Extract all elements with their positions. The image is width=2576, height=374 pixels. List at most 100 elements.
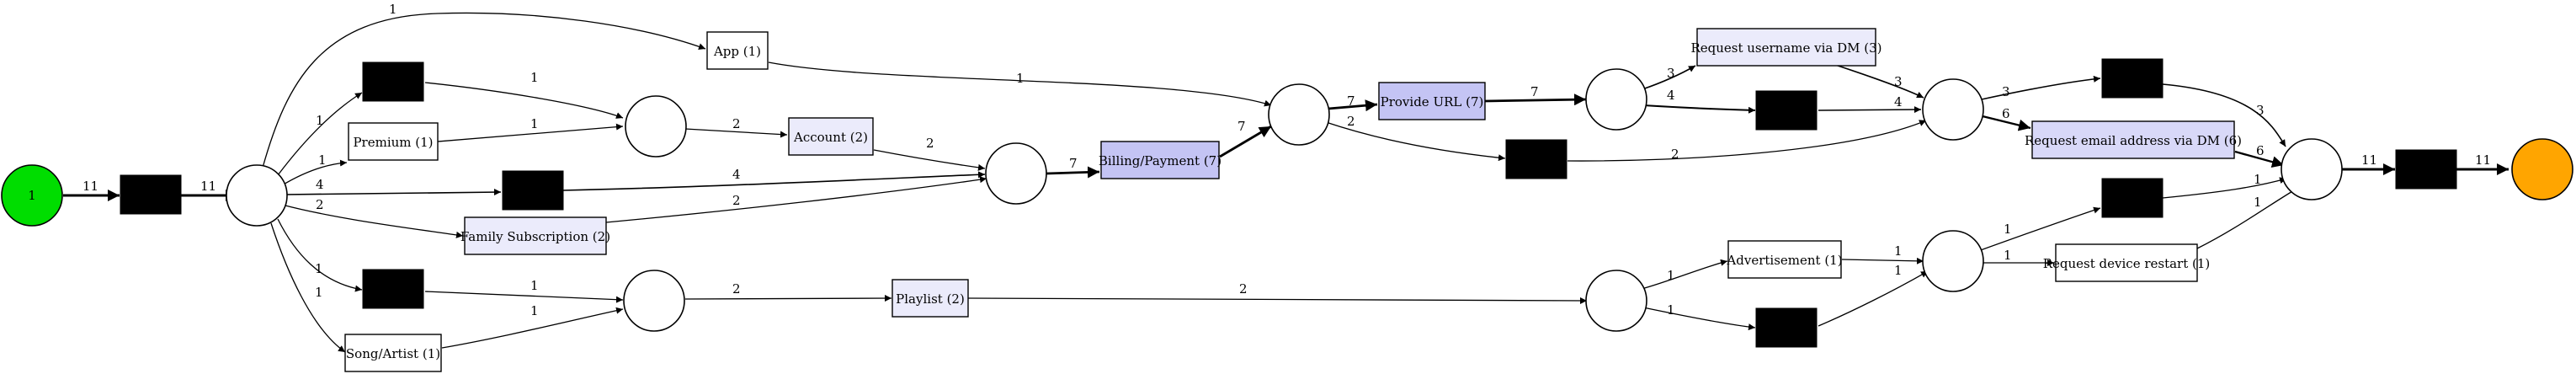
place-p9 bbox=[1585, 270, 1647, 332]
arc-p8-playlist bbox=[684, 295, 892, 302]
arc-p3-billing bbox=[1046, 166, 1100, 179]
silent-transitions bbox=[120, 58, 2457, 348]
transition-provideurl-label: Provide URL (7) bbox=[1381, 94, 1484, 110]
arc-label-a_p1_premium: 1 bbox=[318, 152, 327, 168]
silent-transition-2 bbox=[502, 170, 564, 211]
arc-p10-silent9 bbox=[1977, 206, 2101, 252]
arc-url-p5 bbox=[1484, 94, 1587, 106]
silent-transition-5 bbox=[1755, 90, 1818, 131]
place-p7 bbox=[2281, 138, 2343, 200]
transition-billing-label: Billing/Payment (7) bbox=[1099, 153, 1221, 168]
place-p5 bbox=[1585, 68, 1647, 131]
transitions: App (1) Premium (1) Account (2) Family S… bbox=[344, 28, 2242, 372]
arc-label-a_advert_p10: 1 bbox=[1894, 243, 1903, 259]
arc-label-a_family_p3: 2 bbox=[732, 193, 741, 208]
arc-label-a_start_t0: 11 bbox=[82, 179, 98, 194]
arc-label-a_s2_p3: 4 bbox=[732, 167, 741, 182]
arc-silent2-p3 bbox=[562, 171, 986, 191]
silent-transition-8 bbox=[1755, 307, 1818, 348]
arc-label-a_p6_s6: 3 bbox=[2002, 84, 2010, 99]
arc-playlist-p9 bbox=[967, 297, 1588, 304]
start-place bbox=[1, 164, 63, 227]
transition-reqemail-box bbox=[2031, 120, 2235, 159]
arc-label-a_restart_p7: 1 bbox=[2254, 195, 2262, 210]
transition-requsername-label: Request username via DM (3) bbox=[1690, 40, 1881, 56]
arc-label-a_s1_p2: 1 bbox=[530, 70, 539, 85]
transition-reqemail-label: Request email address via DM (6) bbox=[2025, 133, 2242, 148]
arc-label-a_requser_p6: 3 bbox=[1894, 74, 1903, 89]
arc-label-a_billing_p4: 7 bbox=[1237, 119, 1246, 134]
transition-songartist-label: Song/Artist (1) bbox=[346, 346, 440, 361]
arc-label-a_s3_p8: 1 bbox=[530, 278, 539, 293]
start-place-token: 1 bbox=[28, 188, 36, 203]
arc-silent3-p8 bbox=[424, 291, 624, 303]
arc-p6-silent6 bbox=[1981, 75, 2101, 100]
place-p3 bbox=[985, 142, 1047, 205]
arc-label-a_reqemail_p7: 6 bbox=[2256, 143, 2265, 158]
transition-advert-box bbox=[1727, 240, 1842, 279]
arc-p1-app bbox=[262, 12, 706, 168]
arc-label-a_p8_playlist: 2 bbox=[732, 281, 741, 297]
arc-p1-family bbox=[281, 204, 464, 238]
arc-family-p3 bbox=[605, 176, 987, 223]
arc-app-p4 bbox=[768, 61, 1272, 107]
arc-p5-requsername bbox=[1642, 65, 1696, 90]
places: 1 bbox=[1, 68, 2573, 332]
arc-silent8-p10 bbox=[1818, 270, 1929, 327]
arc-label-a_premium_p2: 1 bbox=[530, 116, 539, 131]
transition-restart-label: Request device restart (1) bbox=[2043, 256, 2211, 271]
arc-song-p8 bbox=[441, 307, 624, 349]
transition-app-label: App (1) bbox=[713, 44, 761, 59]
silent-transition-6 bbox=[2101, 58, 2164, 99]
arc-label-a_p4_s4: 2 bbox=[1347, 114, 1355, 129]
transition-family-box bbox=[464, 216, 607, 255]
arc-label-a_p9_advert: 1 bbox=[1667, 268, 1675, 283]
arc-p5-silent5 bbox=[1642, 104, 1756, 114]
arc-label-a_s8_p10: 1 bbox=[1894, 263, 1903, 278]
arc-p1-song bbox=[270, 222, 346, 353]
arc-label-a_p5_s5: 4 bbox=[1667, 88, 1675, 103]
silent-transition-7 bbox=[2395, 149, 2457, 190]
arc-p1-silent1 bbox=[277, 92, 363, 176]
arc-label-a_p1_s2: 4 bbox=[316, 177, 324, 192]
transition-restart-box bbox=[2055, 243, 2198, 282]
transition-family-label: Family Subscription (2) bbox=[460, 229, 610, 244]
arc-label-a_song_p8: 1 bbox=[530, 303, 539, 318]
arc-label-a_p1_family: 2 bbox=[316, 197, 324, 212]
arc-restart-p7 bbox=[2196, 184, 2303, 249]
silent-transition-4 bbox=[1505, 139, 1567, 179]
arc-label-a_p10_restart: 1 bbox=[2004, 248, 2012, 263]
arc-p1-premium bbox=[281, 159, 348, 186]
arc-label-a_p2_account: 2 bbox=[732, 116, 741, 131]
arc-label-a_account_p3: 2 bbox=[926, 136, 934, 151]
silent-transition-3 bbox=[362, 269, 424, 309]
arc-label-a_p1_song: 1 bbox=[315, 285, 323, 300]
arc-label-a_url_p5: 7 bbox=[1530, 84, 1539, 99]
transition-app-box bbox=[706, 31, 769, 70]
arc-p9-silent8 bbox=[1642, 307, 1756, 331]
arc-account-p3 bbox=[873, 149, 986, 171]
arc-label-a_s9_p7: 1 bbox=[2254, 172, 2262, 187]
transition-account-box bbox=[788, 117, 874, 156]
arc-label-a_p5_requser: 3 bbox=[1667, 66, 1675, 81]
arc-silent4-p6 bbox=[1567, 120, 1927, 162]
arc-premium-p2 bbox=[437, 123, 624, 142]
transition-premium-box bbox=[348, 122, 439, 161]
transition-billing-box bbox=[1100, 141, 1220, 179]
silent-transition-0 bbox=[120, 174, 182, 215]
arc-label-a_p1_s3: 1 bbox=[315, 261, 323, 276]
transition-premium-label: Premium (1) bbox=[353, 135, 433, 150]
place-p2 bbox=[625, 95, 687, 158]
place-p1 bbox=[226, 164, 288, 227]
arc-label-a_s7_end: 11 bbox=[2475, 152, 2491, 168]
arc-label-a_t0_p1: 11 bbox=[200, 179, 216, 194]
arc-label-a_p7_s7: 11 bbox=[2361, 152, 2377, 168]
arc-label-a_p9_s8: 1 bbox=[1667, 302, 1675, 318]
arc-billing-p4 bbox=[1219, 125, 1272, 158]
arc-advert-p10 bbox=[1841, 257, 1924, 264]
arc-label-a_playlist_p9: 2 bbox=[1239, 281, 1248, 297]
arc-label-a_p3_billing: 7 bbox=[1069, 156, 1078, 171]
place-p4 bbox=[1268, 83, 1330, 146]
arcs bbox=[63, 12, 2509, 353]
